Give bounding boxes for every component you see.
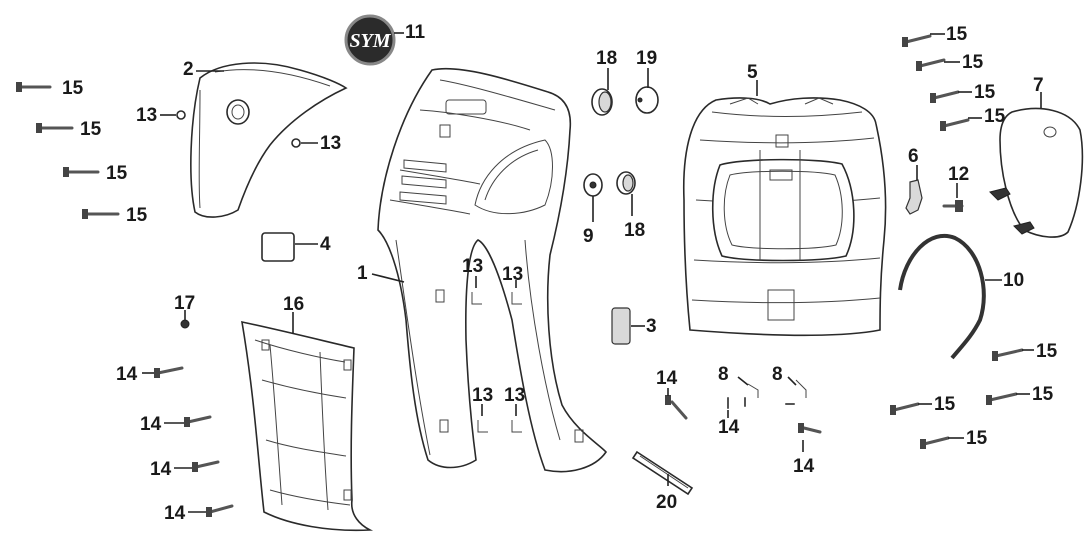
part-1-front-shield [377, 67, 608, 473]
label-16: 16 [283, 294, 304, 315]
screw-15-group-right [890, 34, 1024, 449]
label-14c: 14 [150, 459, 172, 480]
label-14a: 14 [116, 364, 138, 385]
part-20-strip [631, 450, 694, 496]
sym-logo-emblem: SYM [344, 14, 396, 66]
part-16-inner-panel [241, 320, 374, 532]
label-13d: 13 [502, 264, 523, 285]
label-3: 3 [646, 316, 657, 337]
label-15i: 15 [1036, 341, 1058, 362]
label-14g: 14 [793, 456, 815, 477]
part-3-pad [611, 307, 631, 345]
label-12: 12 [948, 164, 969, 185]
label-20: 20 [656, 492, 677, 513]
label-6: 6 [908, 146, 919, 167]
label-7: 7 [1033, 75, 1044, 96]
label-13b: 13 [320, 133, 341, 154]
label-8b: 8 [772, 364, 783, 385]
label-11: 11 [405, 22, 426, 43]
part-18-19-caps [583, 86, 659, 197]
label-15a: 15 [62, 78, 84, 99]
part-2-front-upper-cover [190, 62, 348, 218]
part-8-brackets [744, 379, 807, 407]
part-12-bolt [942, 200, 964, 212]
label-2: 2 [183, 59, 194, 80]
label-13f: 13 [504, 385, 525, 406]
label-15d: 15 [126, 205, 148, 226]
part-4-pad [261, 232, 295, 262]
label-15e: 15 [946, 24, 968, 45]
label-15b: 15 [80, 119, 102, 140]
part-17-clip [180, 319, 190, 329]
clips-13 [471, 292, 522, 433]
part-10-trim-strip [898, 234, 986, 360]
screw-14-group-left [154, 366, 234, 517]
label-14f: 14 [718, 417, 740, 438]
grommet-13 [176, 110, 186, 120]
label-14d: 14 [164, 503, 186, 524]
grommet-13 [291, 138, 301, 148]
label-8a: 8 [718, 364, 729, 385]
label-15l: 15 [966, 428, 988, 449]
part-6-bracket [905, 179, 923, 215]
part-7-side-lid [989, 107, 1084, 238]
screw-14-group-center [665, 395, 822, 434]
label-13a: 13 [136, 105, 157, 126]
label-15j: 15 [934, 394, 956, 415]
label-15h: 15 [984, 106, 1006, 127]
label-17: 17 [174, 293, 195, 314]
label-1: 1 [357, 263, 368, 284]
label-15c: 15 [106, 163, 128, 184]
label-4: 4 [320, 234, 331, 255]
label-13c: 13 [462, 256, 483, 277]
logo-text: SYM [349, 30, 391, 52]
label-15f: 15 [962, 52, 984, 73]
label-18b: 18 [624, 220, 645, 241]
label-5: 5 [747, 62, 758, 83]
label-14b: 14 [140, 414, 162, 435]
part-5-inner-storage-panel [682, 97, 887, 337]
label-15g: 15 [974, 82, 996, 103]
label-14e: 14 [656, 368, 678, 389]
label-13e: 13 [472, 385, 493, 406]
label-9: 9 [583, 226, 594, 247]
label-15k: 15 [1032, 384, 1054, 405]
label-10: 10 [1003, 270, 1024, 291]
label-19: 19 [636, 48, 657, 69]
screw-15-group-left [16, 82, 120, 219]
label-18a: 18 [596, 48, 617, 69]
